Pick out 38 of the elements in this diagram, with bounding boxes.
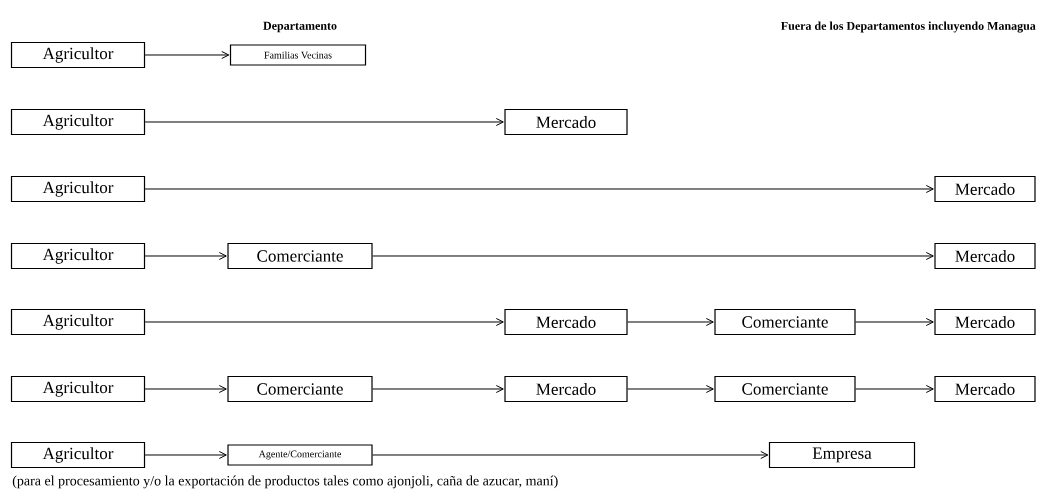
arrow bbox=[372, 252, 934, 260]
arrow bbox=[144, 451, 227, 459]
arrow bbox=[855, 318, 934, 326]
note: (para el procesamiento y/o la exportación de productos tales como ajonjoli, caña de azucar, maní) bbox=[12, 475, 558, 489]
arrow bbox=[144, 318, 504, 326]
arrow bbox=[627, 385, 714, 393]
arrow bbox=[144, 185, 934, 193]
arrow bbox=[144, 51, 230, 59]
flow-box: Agricultor bbox=[10, 108, 146, 136]
flow-box: Empresa bbox=[768, 441, 916, 469]
flow-box: Mercado bbox=[934, 308, 1036, 336]
flow-box: Agricultor bbox=[10, 308, 146, 336]
flow-box: Agricultor bbox=[10, 41, 146, 69]
arrow bbox=[372, 385, 504, 393]
column-heading: Departamento bbox=[263, 21, 337, 33]
flow-box: Agente/Comerciante bbox=[227, 444, 373, 466]
column-heading: Fuera de los Departamentos incluyendo Managua bbox=[781, 21, 1036, 33]
flow-box: Agricultor bbox=[10, 242, 146, 270]
flow-box: Comerciante bbox=[227, 242, 373, 270]
flow-box: Mercado bbox=[934, 242, 1036, 270]
flow-box: Agricultor bbox=[10, 175, 146, 203]
arrow bbox=[627, 318, 714, 326]
flow-box: Agricultor bbox=[10, 375, 146, 403]
flow-box: Mercado bbox=[504, 108, 628, 136]
flow-box: Agricultor bbox=[10, 441, 146, 469]
flow-box: Mercado bbox=[504, 375, 628, 403]
arrow bbox=[144, 385, 227, 393]
arrow bbox=[144, 118, 504, 126]
flow-box: Comerciante bbox=[714, 375, 856, 403]
flow-box: Comerciante bbox=[227, 375, 373, 403]
arrow bbox=[144, 252, 227, 260]
flow-box: Familias Vecinas bbox=[229, 44, 367, 66]
flow-box: Mercado bbox=[934, 375, 1036, 403]
flow-box: Comerciante bbox=[714, 308, 856, 336]
arrow bbox=[372, 451, 769, 459]
flow-box: Mercado bbox=[504, 308, 628, 336]
arrow bbox=[855, 385, 934, 393]
flow-box: Mercado bbox=[934, 175, 1036, 203]
